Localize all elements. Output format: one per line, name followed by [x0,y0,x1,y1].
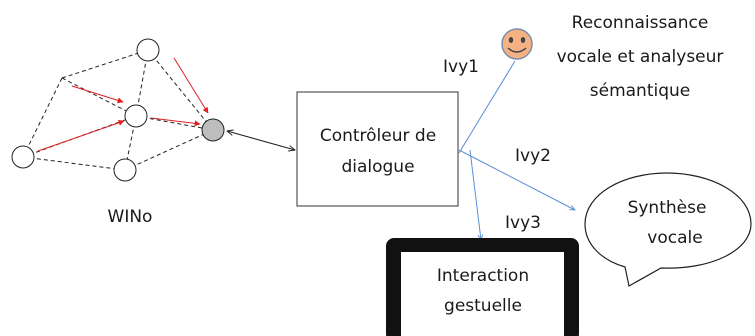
wireless-network: WINo [11,38,225,227]
ivy2-label: Ivy2 [515,146,551,166]
speech-bubble-icon [584,172,752,287]
network-node [113,158,137,182]
dialogue-controller: Contrôleur de dialogue [296,91,459,207]
controller-box [296,91,459,207]
network-edges [22,49,214,171]
network-controller-link [227,131,295,150]
ivy1-label: Ivy1 [443,57,479,77]
network-label: WINo [108,207,153,227]
ivy2-link [458,149,575,210]
recognition-label-line3: sémantique [590,81,690,101]
network-node [124,104,148,128]
data-flow-arrows [37,57,209,152]
ivy3-label: Ivy3 [505,213,541,233]
network-node [11,145,35,169]
network-nodes [11,38,225,182]
ivy3-link [469,149,481,240]
speech-recognition: Reconnaissance vocale et analyseur séman… [501,13,724,101]
ivy1-link [458,60,516,154]
gesture-label-line1: Interaction [437,266,529,286]
synthesis-label-line1: Synthèse [628,198,707,218]
screen-display [401,252,564,336]
controller-label-line2: dialogue [341,157,414,177]
controller-label-line1: Contrôleur de [320,126,436,146]
gesture-interaction: Interaction gestuelle [386,238,579,336]
network-node [136,38,160,62]
ivy-links [458,60,575,240]
recognition-label-line1: Reconnaissance [572,13,709,33]
speech-synthesis: Synthèse vocale [584,172,752,287]
gateway-node [201,118,225,142]
smiley-face-icon [501,28,533,60]
recognition-label-line2: vocale et analyseur [557,47,724,67]
synthesis-label-line2: vocale [647,228,702,248]
gesture-label-line2: gestuelle [444,296,522,316]
